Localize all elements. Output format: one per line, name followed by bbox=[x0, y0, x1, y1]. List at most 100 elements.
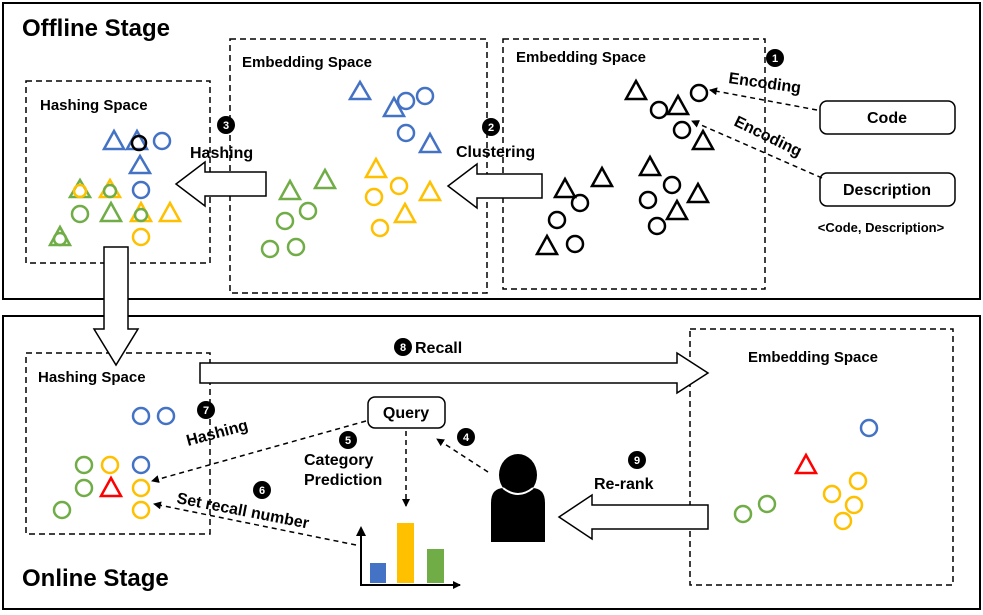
yellow-circle bbox=[100, 455, 120, 475]
black-triangle bbox=[685, 181, 711, 204]
step-3-badge bbox=[217, 116, 235, 134]
green-circle bbox=[74, 478, 94, 498]
online-stage-panel bbox=[2, 315, 981, 610]
yellow-triangle bbox=[392, 201, 418, 224]
black-triangle bbox=[637, 154, 663, 177]
offline-embedding-right-box bbox=[502, 38, 766, 290]
yellow-circle bbox=[833, 511, 853, 531]
offline-stage-panel bbox=[2, 2, 981, 300]
description-label: Description bbox=[843, 182, 931, 199]
offline-embedding-mid-box bbox=[229, 38, 488, 294]
red-triangle bbox=[98, 475, 124, 498]
recall-label: Recall bbox=[415, 340, 462, 357]
yellow-triangle bbox=[363, 156, 389, 179]
hashing-arrow-online bbox=[151, 420, 367, 483]
black-circle bbox=[565, 234, 585, 254]
offline-embedding-mid-points bbox=[260, 79, 443, 259]
black-circle bbox=[547, 210, 567, 230]
blue-circle bbox=[156, 406, 176, 426]
black-triangle bbox=[589, 165, 615, 188]
blue-triangle bbox=[127, 153, 153, 175]
hashing-block-arrow-offline bbox=[174, 160, 267, 208]
black-triangle bbox=[690, 128, 716, 151]
set-recall-number-label: Set recall number bbox=[175, 490, 310, 532]
hashing-label-offline: Hashing bbox=[190, 145, 253, 162]
green-circle bbox=[52, 231, 68, 247]
offline-embedding-right-points bbox=[534, 78, 716, 256]
offline-stage-title: Offline Stage bbox=[22, 15, 170, 42]
step-5-number: 5 bbox=[345, 435, 351, 447]
step-2-number: 2 bbox=[488, 122, 494, 134]
red-triangle bbox=[793, 452, 819, 475]
black-circle bbox=[647, 216, 667, 236]
step-2-badge bbox=[482, 118, 500, 136]
step-3-number: 3 bbox=[223, 120, 229, 132]
blue-circle bbox=[131, 180, 151, 200]
step-8-number: 8 bbox=[400, 342, 406, 354]
offline-hashing-space-title: Hashing Space bbox=[40, 97, 148, 114]
yellow-triangle bbox=[97, 177, 123, 199]
blue-circle bbox=[396, 91, 416, 111]
blue-circle bbox=[859, 418, 879, 438]
green-circle bbox=[74, 455, 94, 475]
step-9-badge bbox=[628, 451, 646, 469]
code-box bbox=[819, 100, 956, 135]
step-6-badge bbox=[253, 481, 271, 499]
blue-triangle bbox=[417, 131, 443, 154]
clustering-label: Clustering bbox=[456, 144, 535, 161]
blue-circle bbox=[131, 455, 151, 475]
black-circle bbox=[689, 83, 709, 103]
black-circle bbox=[649, 100, 669, 120]
step-4-badge bbox=[457, 428, 475, 446]
black-triangle bbox=[664, 198, 690, 221]
green-triangle bbox=[98, 200, 124, 223]
bar-blue bbox=[370, 563, 386, 583]
yellow-circle bbox=[370, 218, 390, 238]
offline-embedding-right-title: Embedding Space bbox=[516, 49, 646, 66]
step-1-badge bbox=[766, 49, 784, 67]
online-hashing-space-title: Hashing Space bbox=[38, 369, 146, 386]
green-triangle bbox=[47, 224, 73, 247]
rerank-block-arrow bbox=[557, 493, 709, 541]
code-description-pair-label: <Code, Description> bbox=[818, 220, 945, 235]
encoding-label-1: Encoding bbox=[727, 70, 802, 97]
blue-circle bbox=[152, 131, 172, 151]
step-8-badge bbox=[394, 338, 412, 356]
yellow-triangle bbox=[417, 179, 443, 202]
code-label: Code bbox=[867, 110, 907, 127]
green-triangle bbox=[67, 177, 93, 199]
online-stage-title: Online Stage bbox=[22, 565, 169, 592]
green-circle bbox=[133, 207, 149, 223]
black-triangle bbox=[552, 176, 578, 199]
black-circle bbox=[638, 190, 658, 210]
online-embedding-title: Embedding Space bbox=[748, 349, 878, 366]
green-circle bbox=[102, 183, 118, 199]
encoding-arrow-code bbox=[709, 87, 818, 111]
blue-circle bbox=[415, 86, 435, 106]
yellow-circle bbox=[844, 495, 864, 515]
black-circle bbox=[672, 120, 692, 140]
yellow-circle bbox=[131, 227, 151, 247]
transfer-block-arrow bbox=[92, 246, 140, 367]
green-triangle bbox=[277, 178, 303, 201]
step-5-badge bbox=[339, 431, 357, 449]
black-triangle bbox=[665, 93, 691, 116]
yellow-triangle bbox=[157, 200, 183, 223]
offline-embedding-mid-title: Embedding Space bbox=[242, 54, 372, 71]
encoding-arrow-description bbox=[691, 120, 823, 179]
encoding-label-2: Encoding bbox=[731, 113, 804, 160]
green-circle bbox=[757, 494, 777, 514]
blue-triangle bbox=[347, 79, 373, 101]
rerank-label: Re-rank bbox=[594, 476, 654, 493]
yellow-triangle bbox=[128, 200, 154, 223]
category-prediction-label-1: Category bbox=[304, 452, 373, 469]
yellow-circle bbox=[131, 500, 151, 520]
offline-hashing-points bbox=[47, 128, 183, 247]
description-box bbox=[819, 172, 956, 207]
black-triangle bbox=[623, 78, 649, 101]
green-circle bbox=[733, 504, 753, 524]
step-7-badge bbox=[197, 401, 215, 419]
yellow-circle bbox=[389, 176, 409, 196]
step-6-number: 6 bbox=[259, 485, 265, 497]
